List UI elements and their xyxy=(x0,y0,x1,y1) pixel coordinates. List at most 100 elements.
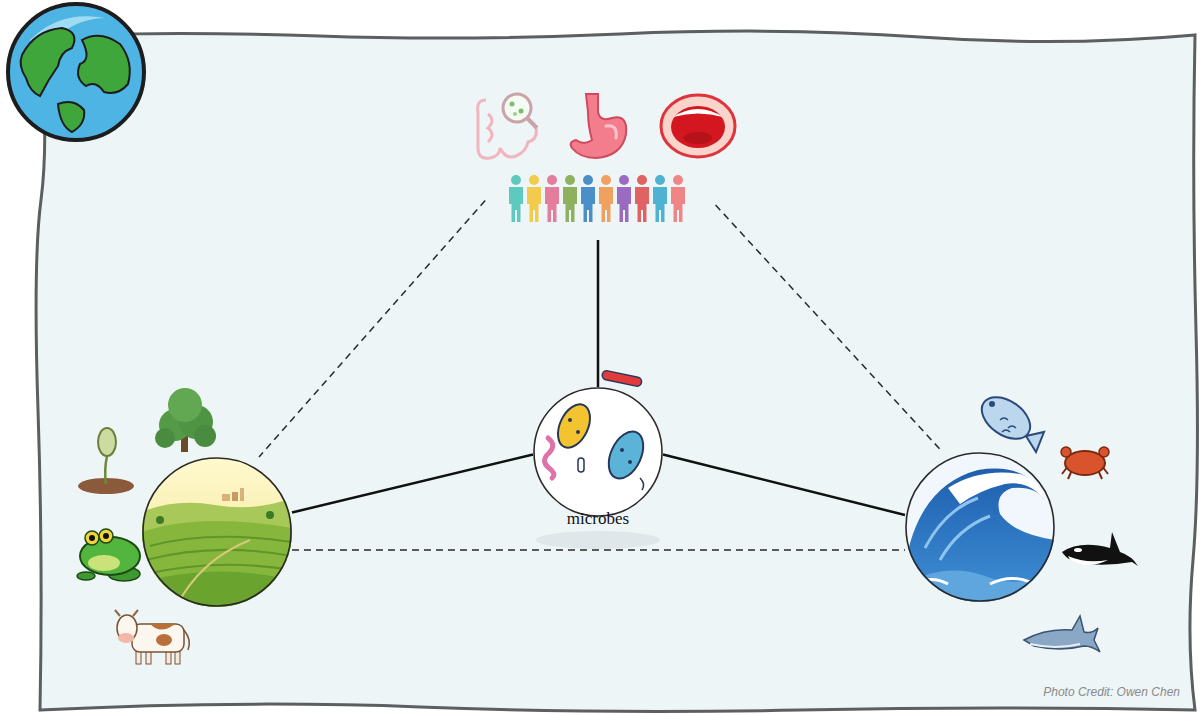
cow-patch xyxy=(156,634,172,646)
landscape-field xyxy=(142,521,292,607)
magnifier-handle xyxy=(527,118,537,128)
stomach-shine xyxy=(606,126,616,138)
fish-icon xyxy=(974,389,1044,452)
person-figure xyxy=(671,175,685,222)
person-figure xyxy=(617,175,631,222)
small-rod xyxy=(578,458,584,472)
fish-body xyxy=(974,389,1038,448)
red-rod xyxy=(601,370,642,387)
circle-outline xyxy=(142,457,292,607)
ocean-circle xyxy=(905,452,1055,602)
frog-pupil xyxy=(103,533,109,539)
orca-eyepatch xyxy=(1074,548,1082,552)
mouth-inside xyxy=(671,106,725,148)
microbe-backdrop xyxy=(533,387,663,517)
person-figure xyxy=(599,175,613,222)
solid-link xyxy=(597,240,600,387)
wave-sky xyxy=(905,452,1055,602)
globe-continent xyxy=(58,102,84,132)
frog-eye xyxy=(85,531,99,545)
circle-border xyxy=(906,453,1054,601)
tree-crown xyxy=(168,388,202,422)
wave-foam xyxy=(948,473,1044,504)
orca-body xyxy=(1062,532,1138,566)
cow-horn xyxy=(115,610,138,616)
mouth-lips xyxy=(661,95,735,157)
field-path xyxy=(176,540,250,607)
sprout-leaf xyxy=(98,428,116,456)
node-label: microbes xyxy=(513,508,683,530)
circle-outline xyxy=(533,387,663,517)
wave-body xyxy=(905,469,1055,602)
person-figure xyxy=(545,175,559,222)
frog-eye xyxy=(99,529,113,543)
person-figure xyxy=(509,175,523,222)
person-figure xyxy=(653,175,667,222)
landscape-hill xyxy=(142,498,292,607)
land-circle xyxy=(142,457,292,607)
wave-low xyxy=(905,570,1055,602)
crab-claw xyxy=(1099,447,1109,457)
orca-icon xyxy=(1062,532,1138,566)
cypress-tree xyxy=(156,516,164,524)
human-hosts-node xyxy=(478,88,718,240)
tree-icon xyxy=(155,388,216,452)
mouth-tongue xyxy=(684,132,712,144)
sheet-border xyxy=(36,31,1197,711)
fish-tail xyxy=(1026,432,1044,452)
pink-spirillum xyxy=(545,438,554,478)
magnifier-microbe xyxy=(513,112,517,116)
globe-icon xyxy=(8,4,144,140)
cow-tail xyxy=(184,630,189,650)
magnifier-lens xyxy=(503,94,531,122)
person-figure xyxy=(563,175,577,222)
microbes-circle: microbes xyxy=(533,387,663,537)
orca-belly xyxy=(1068,556,1108,565)
blue-bacterium xyxy=(602,426,650,484)
microbe-shadow xyxy=(536,531,660,549)
cow-patch xyxy=(150,624,176,630)
tree-crown xyxy=(194,425,216,447)
shark-body xyxy=(1024,616,1100,652)
dashed-link xyxy=(716,205,943,452)
village-house xyxy=(232,492,238,501)
cypress-tree xyxy=(266,511,274,519)
village-house xyxy=(222,494,230,501)
magnifier-microbe xyxy=(519,109,524,114)
cow-icon xyxy=(115,610,189,664)
intestine-fold xyxy=(488,114,492,142)
wave-scene xyxy=(905,452,1055,602)
bacterium-dot xyxy=(576,430,580,434)
stomach-shape xyxy=(571,94,627,158)
frog-icon xyxy=(77,529,140,581)
shark-belly xyxy=(1030,644,1080,647)
flagellum xyxy=(640,478,644,490)
frog-belly xyxy=(88,555,120,571)
landscape-field xyxy=(142,571,292,607)
solid-link xyxy=(292,455,533,513)
landscape-sky xyxy=(142,457,292,607)
circle-outline xyxy=(905,452,1055,602)
dashed-link xyxy=(292,549,905,551)
bacterium-dot xyxy=(628,460,632,464)
shark-icon xyxy=(1024,616,1100,652)
bacterium-dot xyxy=(568,418,572,422)
magnifier-microbe xyxy=(510,102,515,107)
sprout-stem xyxy=(105,456,107,484)
crab-claw xyxy=(1061,447,1071,457)
fish-eye xyxy=(989,401,995,407)
village-tower xyxy=(240,488,244,501)
yellow-bacterium xyxy=(552,399,597,453)
mouth-teeth xyxy=(673,109,723,117)
person-figure xyxy=(635,175,649,222)
tree-crown xyxy=(155,428,175,448)
intestine-icon xyxy=(478,94,537,158)
person-figure xyxy=(527,175,541,222)
credit-note: Photo Credit: Owen Chen xyxy=(880,684,1180,700)
crab-icon xyxy=(1061,447,1109,479)
landscape-scene xyxy=(142,457,292,607)
circle-border xyxy=(143,458,291,606)
mouth-icon xyxy=(661,95,735,157)
